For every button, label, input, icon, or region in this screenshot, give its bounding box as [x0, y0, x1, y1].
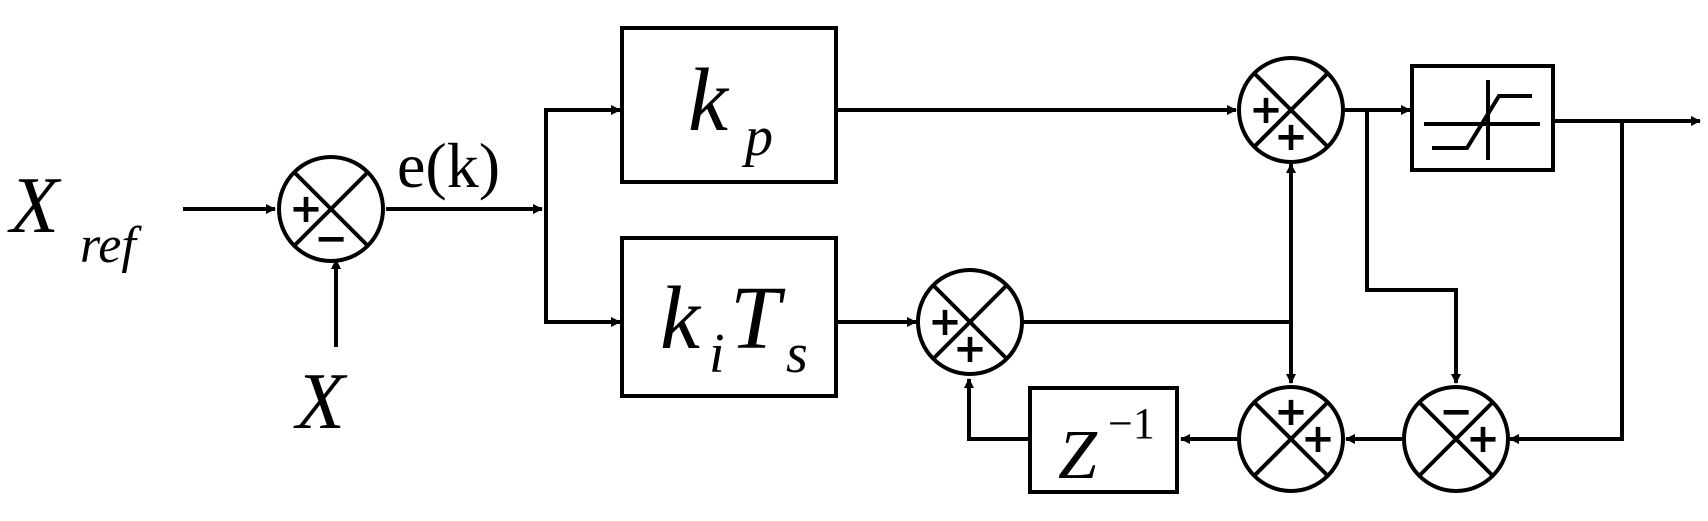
kp-subscript: p [741, 106, 773, 168]
delay-exponent: −1 [1108, 399, 1155, 448]
ki-label: k [660, 269, 702, 368]
saturation-icon [1424, 80, 1540, 160]
ki-subscript: i [709, 323, 725, 385]
sj2-plus-bottom-sign: + [1274, 114, 1308, 160]
kp-branch-line [544, 105, 621, 322]
sj3-plus-left-sign: + [928, 299, 962, 345]
summing-junction-4 [1237, 385, 1345, 493]
kp-label: k [688, 51, 730, 150]
error-label: e(k) [397, 130, 500, 201]
delay-output-line [964, 378, 1030, 441]
summing-junction-2 [1237, 56, 1345, 164]
sj1-minus-sign: − [314, 216, 348, 262]
summing-junction-3 [916, 268, 1024, 376]
ts-label: T [730, 269, 786, 368]
summing-junction-5 [1402, 385, 1510, 493]
delay-block [1028, 386, 1179, 494]
sj4-plus-right-sign: + [1301, 416, 1335, 462]
sj5-plus-right-sign: + [1466, 416, 1500, 462]
xref-label: X [7, 162, 62, 250]
presat-tap-line [1365, 110, 1461, 384]
ts-subscript: s [786, 323, 808, 385]
xref-subscript: ref [80, 217, 142, 274]
ki-branch-line [544, 210, 621, 327]
summing-junction-1 [277, 155, 385, 263]
sj4-plus-top-sign: + [1274, 389, 1308, 435]
kp-gain-block [620, 26, 838, 184]
sj2-plus-left-sign: + [1249, 87, 1283, 133]
postsat-tap-line [1509, 121, 1624, 444]
x-feedback-label: X [293, 358, 348, 446]
saturation-block [1410, 64, 1555, 172]
sj1-plus-sign: + [289, 186, 323, 232]
kits-gain-block [620, 236, 838, 398]
sj3-plus-bottom-sign: + [953, 326, 987, 372]
sj5-minus-top-sign: − [1439, 389, 1473, 435]
delay-label: Z [1058, 417, 1098, 494]
